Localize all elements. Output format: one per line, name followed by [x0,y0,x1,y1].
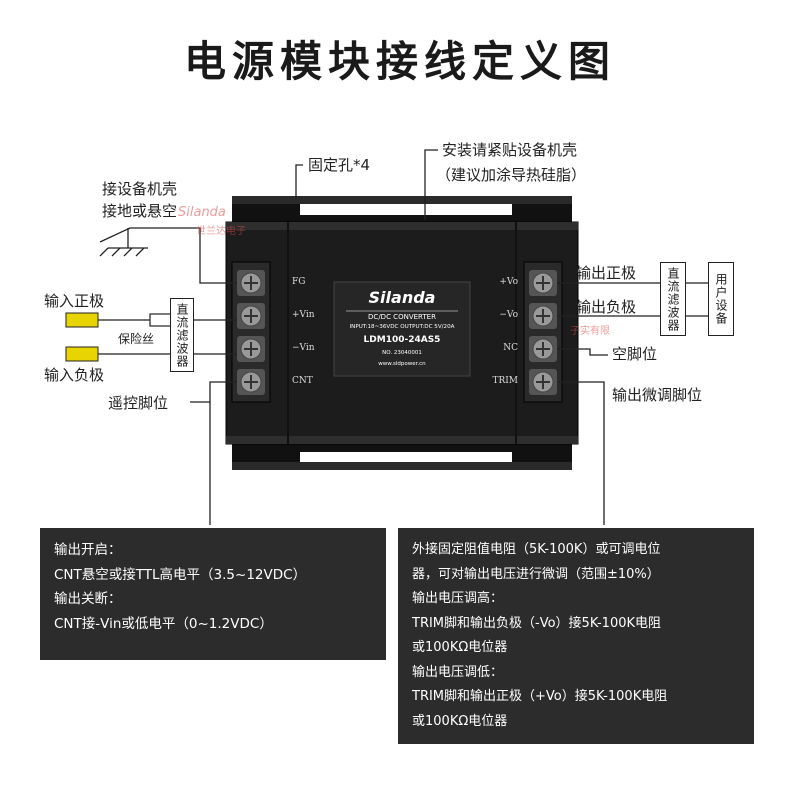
note-trim-line: TRIM脚和输出正极（+Vo）接5K-100K电阻 [412,689,668,704]
label-nc-pin: 空脚位 [612,345,658,363]
label-remote: 遥控脚位 [108,394,169,412]
pin-label-vo-neg: −Vo [499,310,518,320]
label-input-pos: 输入正极 [44,292,105,310]
terminal-screw-trim[interactable] [529,369,557,395]
pin-label-vin-pos: +Vin [292,310,315,320]
note-trim: 外接固定阻值电阻（5K-100K）或可调电位 器，可对输出电压进行微调（范围±1… [398,528,754,744]
label-output-pos: 输出正极 [576,264,637,282]
note-trim-line: TRIM脚和输出负极（-Vo）接5K-100K电阻 [412,615,662,631]
note-trim-line: 输出电压调高： [412,591,504,606]
pin-label-trim: TRIM [492,376,518,386]
label-ground-line2: 接地或悬空 [102,202,178,220]
label-mount-holes: 固定孔*4 [308,156,371,174]
module-model: LDM100-24AS5 [363,335,441,345]
note-cnt-line: 输出关断： [54,591,122,607]
fuse-icon [149,313,173,327]
input-pos-wire [65,312,99,328]
terminal-screw-cnt[interactable] [237,369,265,395]
module-type: DC/DC CONVERTER [368,313,436,321]
pin-label-fg: FG [292,277,306,287]
note-cnt-line: CNT悬空或接TTL高电平（3.5~12VDC） [54,566,307,583]
label-input-neg: 输入负极 [44,366,105,384]
note-trim-line: 输出电压调低： [412,664,504,680]
pin-label-vo-pos: +Vo [499,277,518,287]
terminal-screw-vin-neg[interactable] [237,336,265,362]
note-trim-line: 或100KΩ电位器 [412,713,508,729]
page-title: 电源模块接线定义图 [183,37,616,86]
note-trim-line: 外接固定阻值电阻（5K-100K）或可调电位 [412,542,661,557]
watermark-brand: Silanda [178,205,226,220]
left-terminal-block [231,261,271,403]
label-output-neg: 输出负极 [576,298,637,316]
label-fuse: 保险丝 [118,332,155,346]
right-terminal-block [523,261,563,403]
pin-label-vin-neg: −Vin [292,343,315,353]
leader-lines [98,149,708,525]
note-cnt-line: CNT接-Vin或低电平（0~1.2VDC） [54,615,273,632]
module-spec: INPUT:18~36VDC OUTPUT:DC 5V/20A [349,324,455,330]
label-install-line1: 安装请紧贴设备机壳 [442,141,578,159]
pin-label-cnt: CNT [292,376,313,386]
note-trim-line: 器，可对输出电压进行微调（范围±10%） [412,566,660,582]
terminal-screw-fg[interactable] [237,270,265,296]
label-install-line2: （建议加涂导热硅脂） [436,166,587,184]
module-website: www.sldpower.cn [378,361,426,367]
watermark-cn-left: 世兰达电子 [196,226,246,237]
terminal-screw-nc[interactable] [529,336,557,362]
module-brand: Silanda [368,288,436,307]
note-cnt-line: 输出开启： [54,542,122,558]
watermark-cn-right: 子实有限 [570,326,610,337]
input-neg-wire [65,346,99,362]
label-ground-line1: 接设备机壳 [102,180,178,198]
user-device-box: 用户设备 [708,262,734,336]
dc-filter-input: 直流滤波器 [170,298,194,372]
dc-filter-output: 直流滤波器 [660,262,686,336]
terminal-screw-vo-neg[interactable] [529,303,557,329]
note-cnt: 输出开启： CNT悬空或接TTL高电平（3.5~12VDC） 输出关断： CNT… [40,528,386,660]
module-serial: NO. 23040001 [382,350,422,356]
nameplate [333,281,471,377]
terminal-screw-vin-pos[interactable] [237,303,265,329]
note-trim-line: 或100KΩ电位器 [412,640,508,655]
label-trim-pin: 输出微调脚位 [612,386,703,404]
terminal-screw-vo-pos[interactable] [529,270,557,296]
pin-label-nc: NC [503,343,518,353]
